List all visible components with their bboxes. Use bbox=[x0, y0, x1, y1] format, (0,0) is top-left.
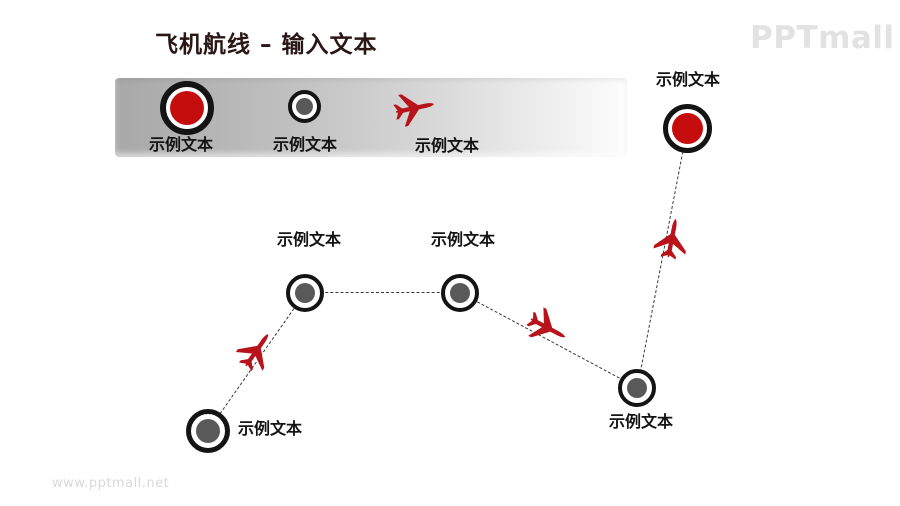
route-node-stop-4 bbox=[618, 369, 656, 407]
route-airplane-icon-2 bbox=[517, 297, 579, 359]
watermark: www.pptmall.net bbox=[52, 476, 170, 491]
legend-label-airplane: 示例文本 bbox=[414, 136, 479, 155]
gray-node-core bbox=[627, 378, 647, 398]
legend-label-gray-node: 示例文本 bbox=[272, 135, 337, 154]
node-label-stop-3: 示例文本 bbox=[430, 230, 495, 249]
pptmall-logo: PPTmall bbox=[750, 20, 895, 56]
route-node-stop-2 bbox=[286, 274, 324, 312]
node-label-stop-2: 示例文本 bbox=[276, 230, 341, 249]
gray-node-core bbox=[450, 283, 470, 303]
route-node-stop-3 bbox=[441, 274, 479, 312]
red-node-core bbox=[170, 91, 204, 125]
node-label-start: 示例文本 bbox=[238, 419, 303, 438]
gray-node-core bbox=[295, 283, 315, 303]
route-node-destination bbox=[663, 104, 712, 153]
route-dashed-line-2 bbox=[305, 292, 460, 293]
gray-node-core bbox=[196, 419, 220, 443]
route-airplane-icon-3 bbox=[645, 211, 699, 265]
slide-title: 飞机航线 – 输入文本 bbox=[155, 32, 378, 58]
node-label-stop-4: 示例文本 bbox=[608, 412, 673, 431]
legend-label-red-node: 示例文本 bbox=[148, 135, 213, 154]
route-node-start bbox=[186, 409, 230, 453]
legend-red-node-icon bbox=[160, 81, 214, 135]
red-node-core bbox=[672, 113, 703, 144]
legend-airplane-icon bbox=[388, 81, 443, 136]
legend-gray-node-icon bbox=[288, 90, 321, 123]
node-label-destination: 示例文本 bbox=[655, 70, 720, 89]
gray-node-core bbox=[296, 98, 313, 115]
